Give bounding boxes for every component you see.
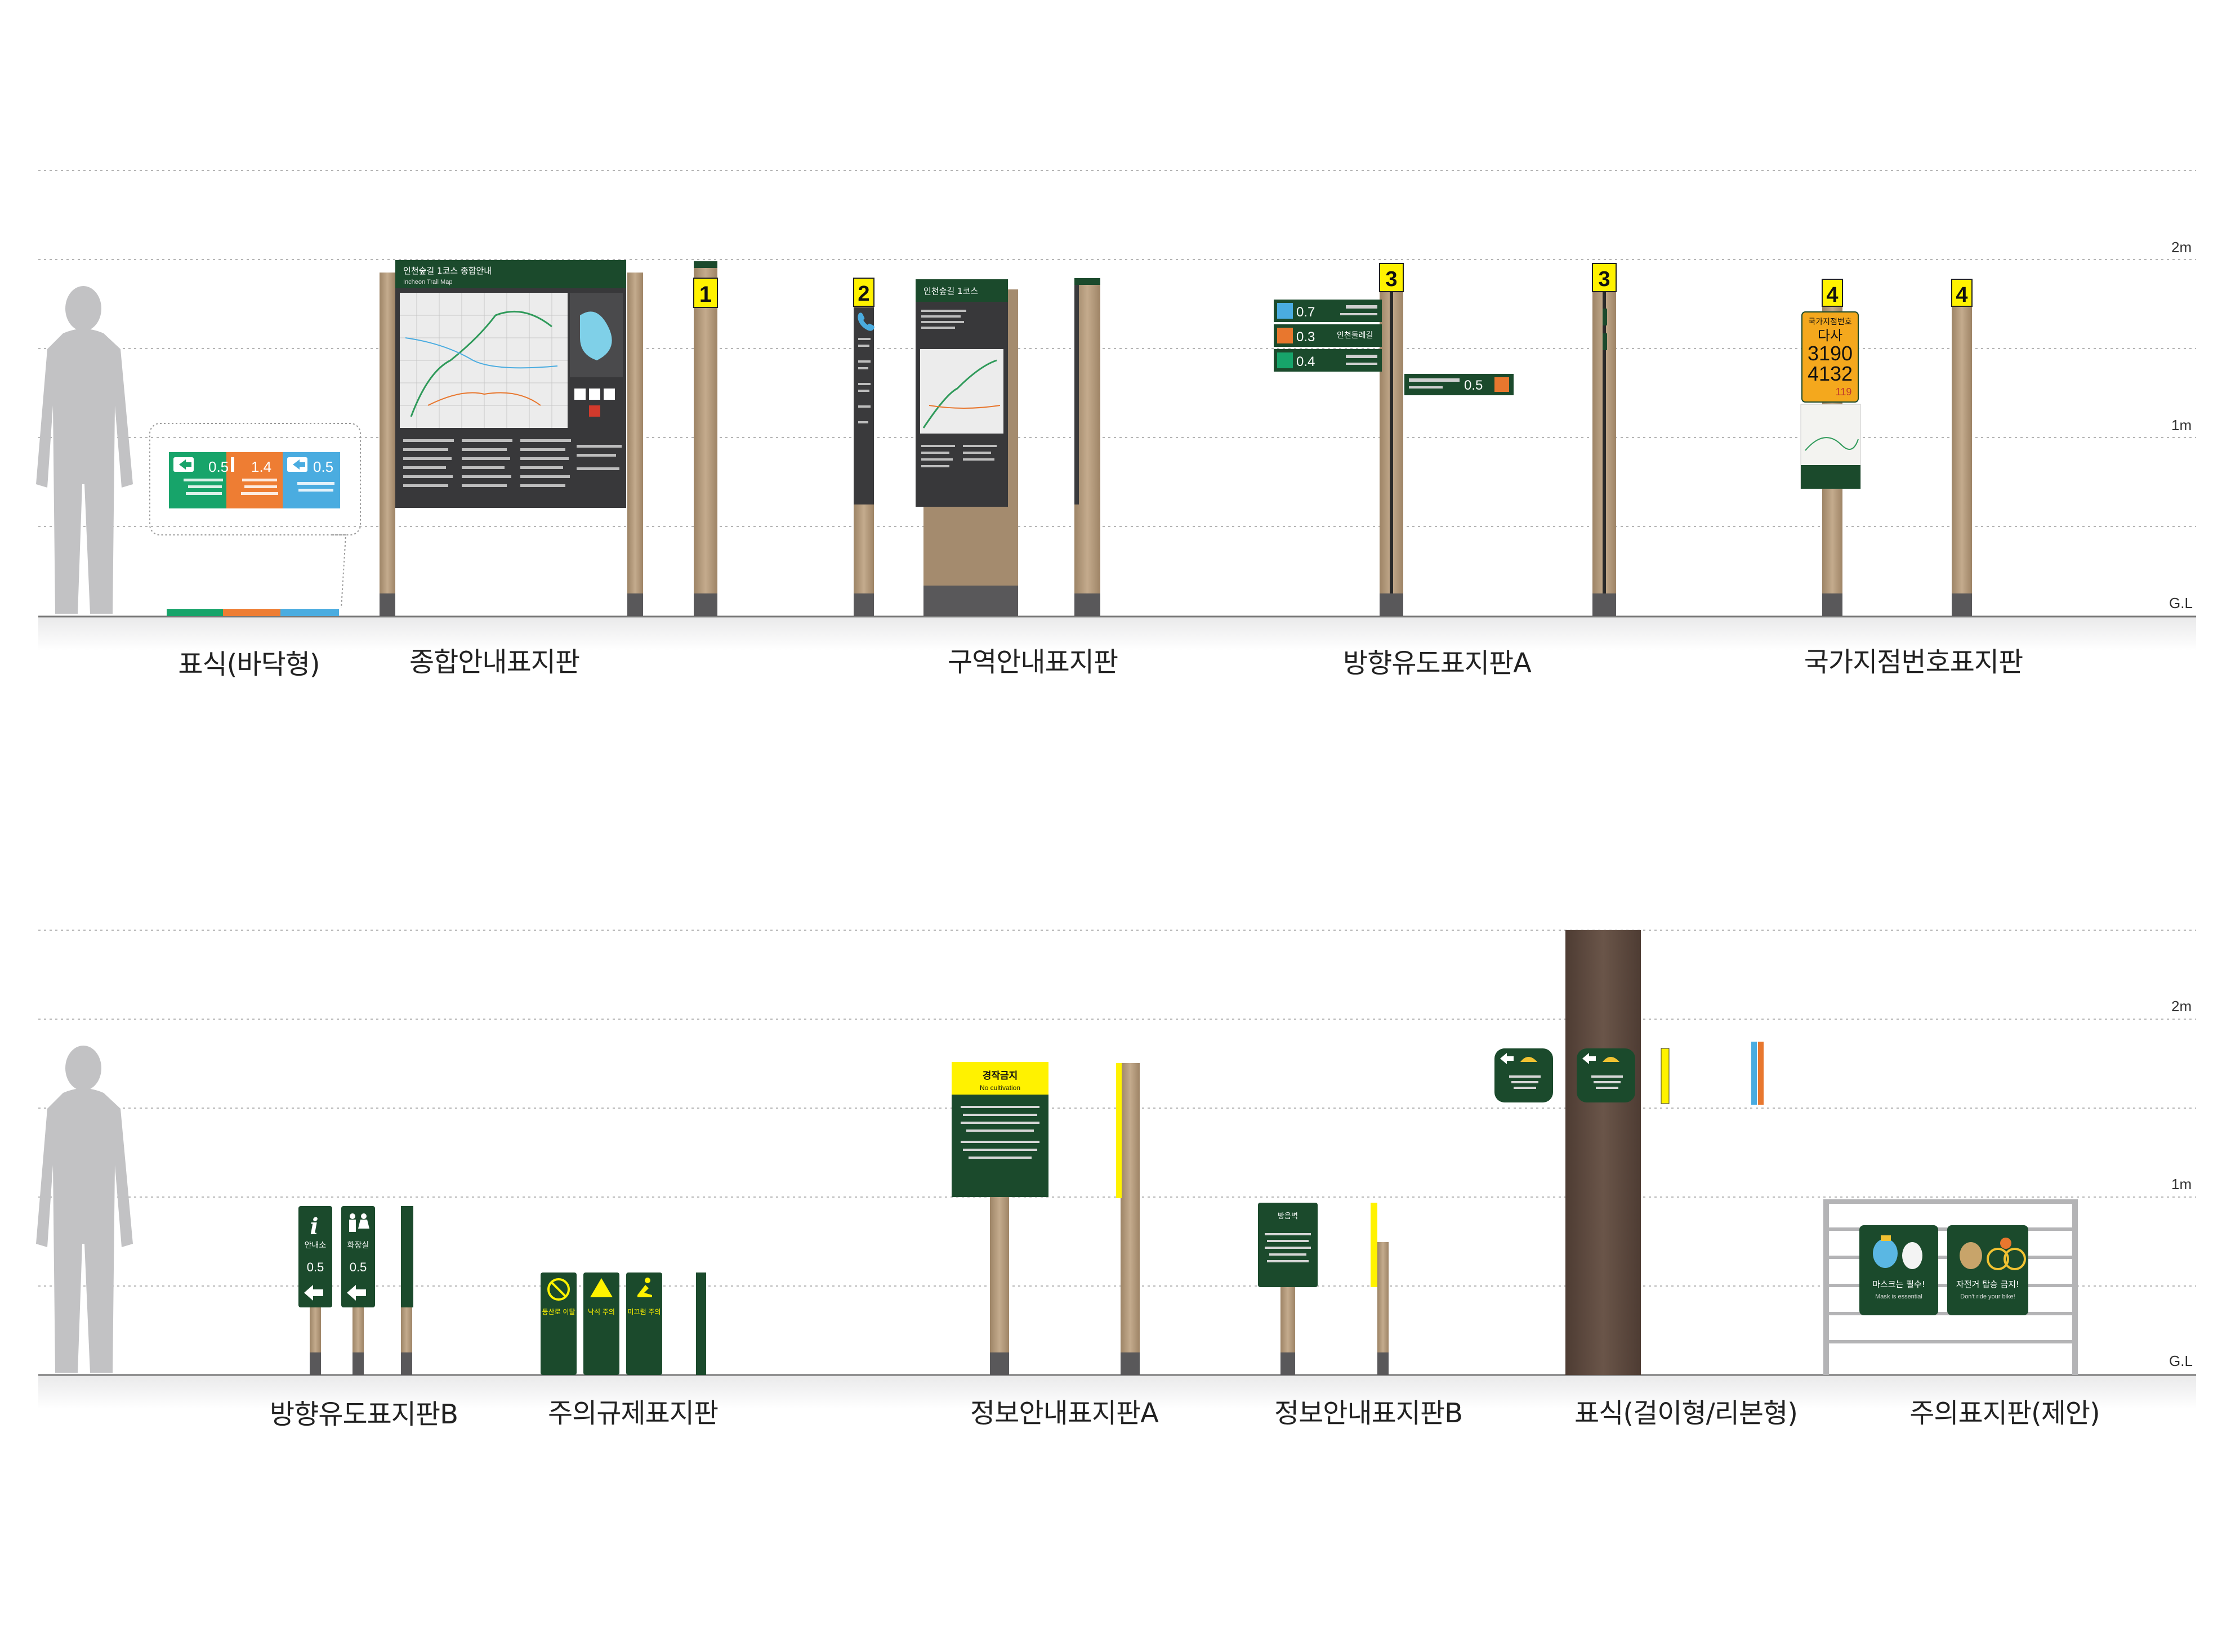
label-direction-a: 방향유도표지판A — [1343, 648, 1532, 679]
national-point-code-a: 다사 — [1818, 328, 1842, 343]
national-point-code-b: 3190 — [1808, 342, 1853, 365]
floor-marker-sign: 0.5 1.4 0.5 — [149, 423, 361, 616]
label-general-board: 종합안내표지판 — [409, 646, 580, 678]
sign-number-4a: 4 — [1826, 283, 1838, 307]
info-icon: i — [310, 1213, 318, 1240]
label-caution-proposal: 주의표지판(제안) — [1909, 1397, 2100, 1429]
info-board-a: 경작금지 No cultivation — [952, 1062, 1140, 1375]
no-bike-mascot-icon — [1960, 1238, 2026, 1270]
sign-number-3b: 3 — [1598, 267, 1610, 291]
human-silhouette-icon — [36, 286, 133, 614]
label-zone-board: 구역안내표지판 — [947, 646, 1118, 678]
direction-a-distance-4: 0.5 — [1464, 378, 1483, 393]
sign-number-4b: 4 — [1956, 283, 1967, 307]
direction-sign-a: 3 0.7 0.3 인천둘레길 0.4 0.5 3 — [1274, 263, 1617, 616]
direction-a-distance-3: 0.4 — [1296, 354, 1315, 369]
row1-ground-band — [38, 617, 2196, 650]
direction-b-title-2: 화장실 — [347, 1241, 369, 1250]
label-info-b: 정보안내표지판B — [1274, 1397, 1463, 1429]
direction-a-destination: 인천둘레길 — [1337, 331, 1373, 340]
scale-gl-row2: G.L — [2169, 1352, 2193, 1369]
label-direction-b: 방향유도표지판B — [269, 1399, 458, 1430]
floor-distance-3: 0.5 — [313, 458, 333, 475]
floor-distance-2: 1.4 — [251, 458, 271, 475]
sign-number-3a: 3 — [1385, 267, 1397, 291]
info-a-title: 경작금지 — [983, 1070, 1018, 1082]
direction-b-dist-1: 0.5 — [307, 1260, 324, 1274]
arrow-left-icon — [1500, 1053, 1514, 1064]
direction-sign-b: i 안내소 0.5 화장실 0.5 — [298, 1206, 413, 1375]
proposal-1-subtitle: Mask is essential — [1875, 1293, 1922, 1300]
proposal-2-title: 자전거 탑승 금지! — [1956, 1279, 2019, 1289]
arrow-left-icon — [1582, 1053, 1596, 1064]
direction-a-distance-1: 0.7 — [1296, 305, 1315, 320]
caution-sign-proposal: 마스크는 필수! Mask is essential 자전거 탑승 금지! Do… — [1823, 1199, 2078, 1375]
label-floor-marker: 표식(바닥형) — [178, 649, 320, 680]
caution-label-3: 미끄럼 주의 — [627, 1308, 661, 1316]
slippery-warning-icon — [637, 1278, 652, 1297]
human-silhouette-icon — [36, 1046, 133, 1373]
scale-1m-row1: 1m — [2171, 417, 2192, 434]
label-hanging-ribbon: 표식(걸이형/리본형) — [1574, 1397, 1798, 1429]
arrow-left-icon — [347, 1285, 366, 1301]
arrow-left-icon — [304, 1285, 323, 1301]
no-entry-icon — [547, 1278, 570, 1301]
info-a-subtitle: No cultivation — [980, 1084, 1020, 1092]
scale-gl-row1: G.L — [2169, 595, 2193, 611]
info-b-title: 방음벽 — [1278, 1212, 1298, 1221]
zone-guide-board: 2 인천숲길 1코스 — [853, 278, 1100, 616]
row1-grid — [38, 170, 2196, 527]
direction-b-dist-2: 0.5 — [350, 1260, 367, 1274]
rockfall-warning-icon — [590, 1278, 613, 1297]
direction-a-distance-2: 0.3 — [1296, 329, 1315, 345]
scale-2m-row2: 2m — [2171, 998, 2192, 1015]
caution-label-1: 등산로 이탈 — [542, 1308, 575, 1316]
national-point-number-sign: 4 국가지점번호 다사 3190 4132 119 4 — [1800, 279, 1973, 616]
label-caution-reg: 주의규제표지판 — [547, 1397, 719, 1429]
sign-number-2: 2 — [858, 282, 869, 306]
caution-label-2: 낙석 주의 — [588, 1308, 615, 1316]
general-board-title: 인천숲길 1코스 종합안내 — [403, 266, 492, 276]
hanging-ribbon-markers — [1494, 930, 1764, 1375]
scale-2m-row1: 2m — [2171, 239, 2192, 256]
mascot-icon — [1873, 1235, 1922, 1269]
national-point-header: 국가지점번호 — [1808, 318, 1851, 327]
scale-1m-row2: 1m — [2171, 1176, 2192, 1193]
restroom-icon — [349, 1213, 369, 1232]
national-point-code-c: 4132 — [1808, 362, 1853, 385]
zone-board-title: 인천숲길 1코스 — [923, 286, 978, 296]
caution-regulation-signs: 등산로 이탈 낙석 주의 미끄럼 주의 — [541, 1273, 706, 1375]
phone-icon — [858, 312, 874, 331]
proposal-1-title: 마스크는 필수! — [1872, 1279, 1925, 1289]
national-point-emergency: 119 — [1836, 386, 1852, 398]
label-national-point: 국가지점번호표지판 — [1804, 646, 2023, 678]
row2-ground-band — [38, 1375, 2196, 1409]
proposal-2-subtitle: Don't ride your bike! — [1960, 1293, 2015, 1300]
floor-distance-1: 0.5 — [208, 458, 229, 475]
general-board-subtitle: Incheon Trail Map — [403, 279, 452, 285]
info-board-b: 방음벽 — [1258, 1203, 1389, 1375]
post-sign-1: 1 — [693, 261, 718, 616]
general-guide-board: 인천숲길 1코스 종합안내 Incheon Trail Map — [380, 260, 643, 616]
sign-number-1: 1 — [699, 282, 712, 307]
label-info-a: 정보안내표지판A — [970, 1397, 1159, 1429]
direction-b-title-1: 안내소 — [305, 1241, 327, 1250]
